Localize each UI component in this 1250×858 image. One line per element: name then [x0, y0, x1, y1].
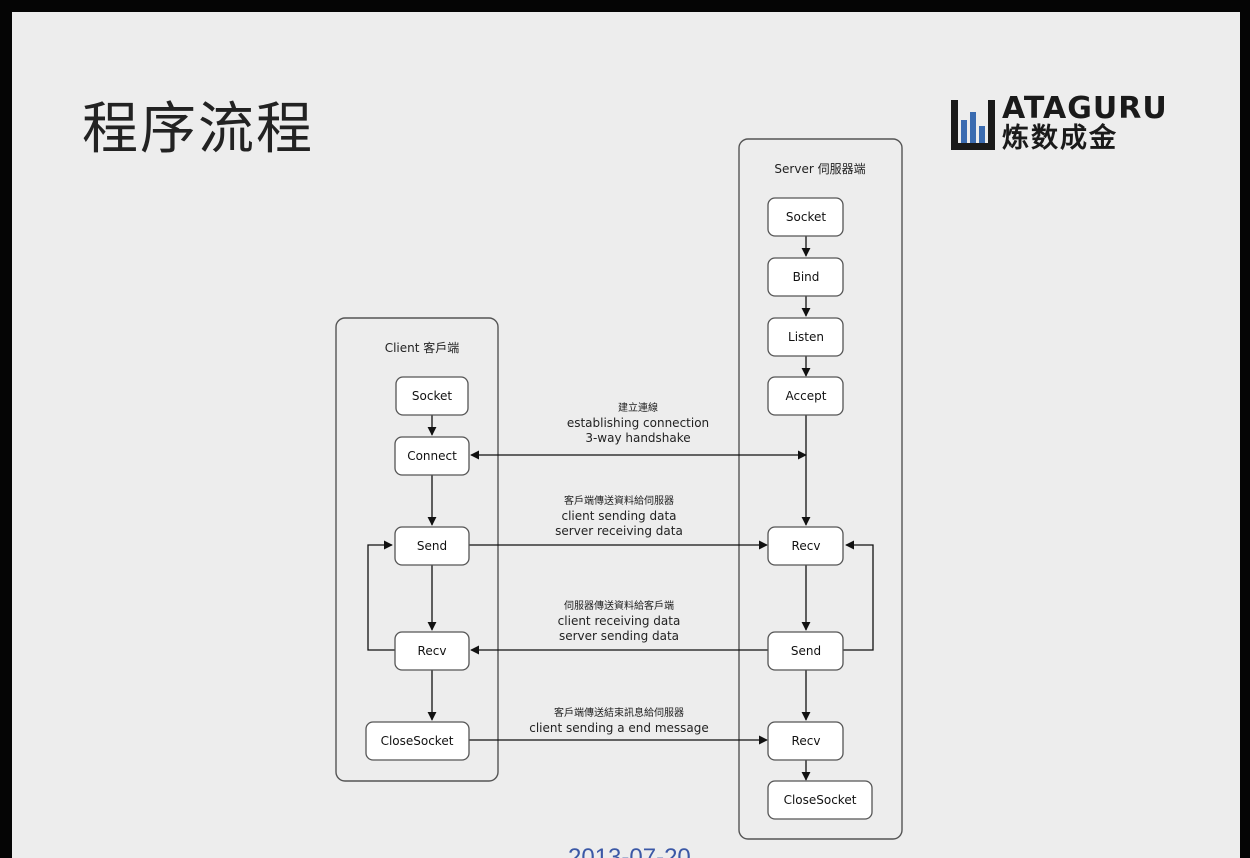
- footer-date: 2013-07-20: [568, 844, 691, 858]
- logo-bars-icon: [951, 100, 995, 150]
- exchange-label-line: 客戶端傳送資料給伺服器: [564, 494, 674, 507]
- server-lane-label: Server 伺服器端: [774, 162, 865, 176]
- server-step-recv: Recv: [767, 526, 844, 566]
- svg-text:Recv: Recv: [792, 734, 821, 748]
- server-step-closesocket: CloseSocket: [767, 780, 873, 820]
- svg-text:Accept: Accept: [786, 389, 827, 403]
- client-step-send: Send: [394, 526, 470, 566]
- svg-text:Recv: Recv: [418, 644, 447, 658]
- logo-chinese-wordmark: 炼数成金: [1002, 123, 1118, 154]
- server-flow-arrows: [801, 236, 874, 781]
- exchange-label-line: server receiving data: [555, 524, 683, 538]
- socket-flow-diagram: Client 客戶端 Server 伺服器端: [335, 138, 903, 840]
- exchange-label-end-message: 客戶端傳送結束訊息給伺服器 client sending a end messa…: [529, 706, 709, 735]
- exchange-label-line: client sending data: [561, 509, 676, 523]
- svg-text:Socket: Socket: [786, 210, 826, 224]
- client-lane-label: Client 客戶端: [385, 340, 460, 355]
- client-flow-arrows: [367, 415, 437, 721]
- server-lane: [738, 138, 903, 840]
- svg-text:Send: Send: [791, 644, 821, 658]
- client-step-socket: Socket: [395, 376, 469, 416]
- svg-text:CloseSocket: CloseSocket: [784, 793, 857, 807]
- ataguru-logo: ATAGURU 炼数成金: [950, 94, 1170, 156]
- exchange-label-line: 3-way handshake: [585, 431, 690, 445]
- exchange-label-server-send: 伺服器傳送資料給客戶端 client receiving data server…: [558, 599, 681, 643]
- message-arrows: [469, 450, 807, 745]
- exchange-label-line: 客戶端傳送結束訊息給伺服器: [554, 706, 684, 719]
- client-step-connect: Connect: [394, 436, 470, 476]
- exchange-label-connection: 建立連線 establishing connection 3-way hands…: [567, 401, 709, 445]
- exchange-label-line: client receiving data: [558, 614, 681, 628]
- exchange-label-line: 建立連線: [618, 401, 658, 414]
- svg-text:CloseSocket: CloseSocket: [381, 734, 454, 748]
- slide: 程序流程 ATAGURU 炼数成金 Client 客戶端 Server 伺服器端: [12, 12, 1240, 858]
- server-step-bind: Bind: [767, 257, 844, 297]
- svg-text:Send: Send: [417, 539, 447, 553]
- svg-text:Recv: Recv: [792, 539, 821, 553]
- server-step-send: Send: [767, 631, 844, 671]
- svg-text:Listen: Listen: [788, 330, 824, 344]
- exchange-label-line: server sending data: [559, 629, 679, 643]
- client-step-recv: Recv: [394, 631, 470, 671]
- exchange-label-client-send: 客戶端傳送資料給伺服器 client sending data server r…: [555, 494, 683, 538]
- client-step-closesocket: CloseSocket: [365, 721, 470, 761]
- server-step-accept: Accept: [767, 376, 844, 416]
- server-step-listen: Listen: [767, 317, 844, 357]
- slide-title: 程序流程: [82, 97, 314, 162]
- client-lane: [335, 317, 499, 782]
- svg-text:Bind: Bind: [793, 270, 820, 284]
- server-step-recv-end: Recv: [767, 721, 844, 761]
- exchange-label-line: client sending a end message: [529, 721, 709, 735]
- svg-text:Connect: Connect: [407, 449, 457, 463]
- server-step-socket: Socket: [767, 197, 844, 237]
- exchange-label-line: establishing connection: [567, 416, 709, 430]
- logo-wordmark: ATAGURU: [1002, 91, 1168, 126]
- svg-text:Socket: Socket: [412, 389, 452, 403]
- exchange-label-line: 伺服器傳送資料給客戶端: [564, 599, 674, 612]
